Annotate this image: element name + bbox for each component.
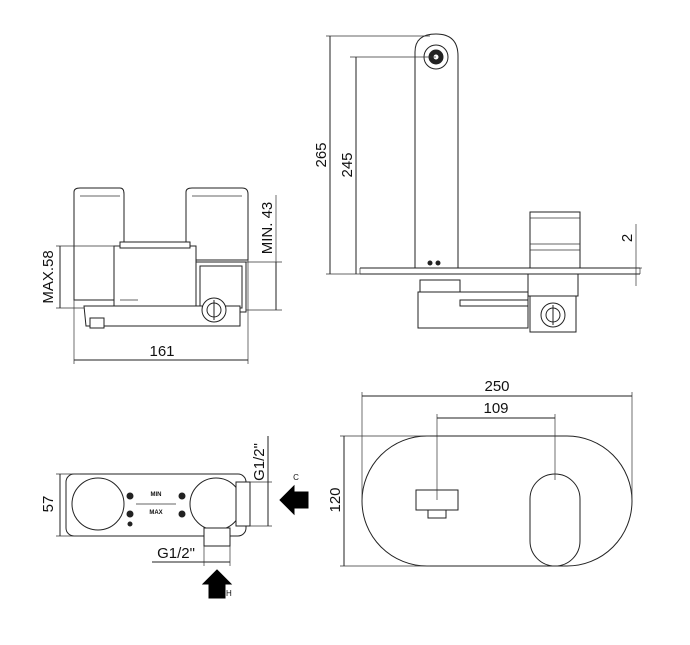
dim-57: 57 — [40, 496, 57, 513]
top-view: MIN MAX 57 G1/2" C G1/2" H — [40, 436, 309, 599]
label-min: MIN — [151, 492, 162, 498]
side-view: MAX.58 MIN. 43 161 — [40, 187, 282, 364]
dim-109: 109 — [483, 400, 508, 417]
dim-min-43: MIN. 43 — [259, 202, 276, 255]
dim-2: 2 — [619, 234, 636, 242]
hot-arrow-icon — [201, 569, 233, 599]
label-cold: C — [293, 473, 299, 482]
cold-arrow-icon — [279, 484, 309, 516]
label-max: MAX — [149, 510, 162, 516]
dim-245: 245 — [339, 152, 356, 177]
plate-view: 250 109 120 — [327, 378, 633, 567]
dim-250: 250 — [484, 378, 509, 395]
dim-max-58: MAX.58 — [40, 250, 57, 303]
front-view: 265 245 2 — [313, 33, 642, 333]
dim-120: 120 — [327, 487, 344, 512]
dim-thread-outlet: G1/2" — [251, 443, 268, 481]
label-hot: H — [226, 589, 232, 598]
dim-265: 265 — [313, 142, 330, 167]
dim-161: 161 — [149, 343, 174, 360]
dim-thread-inlet: G1/2" — [157, 545, 195, 562]
